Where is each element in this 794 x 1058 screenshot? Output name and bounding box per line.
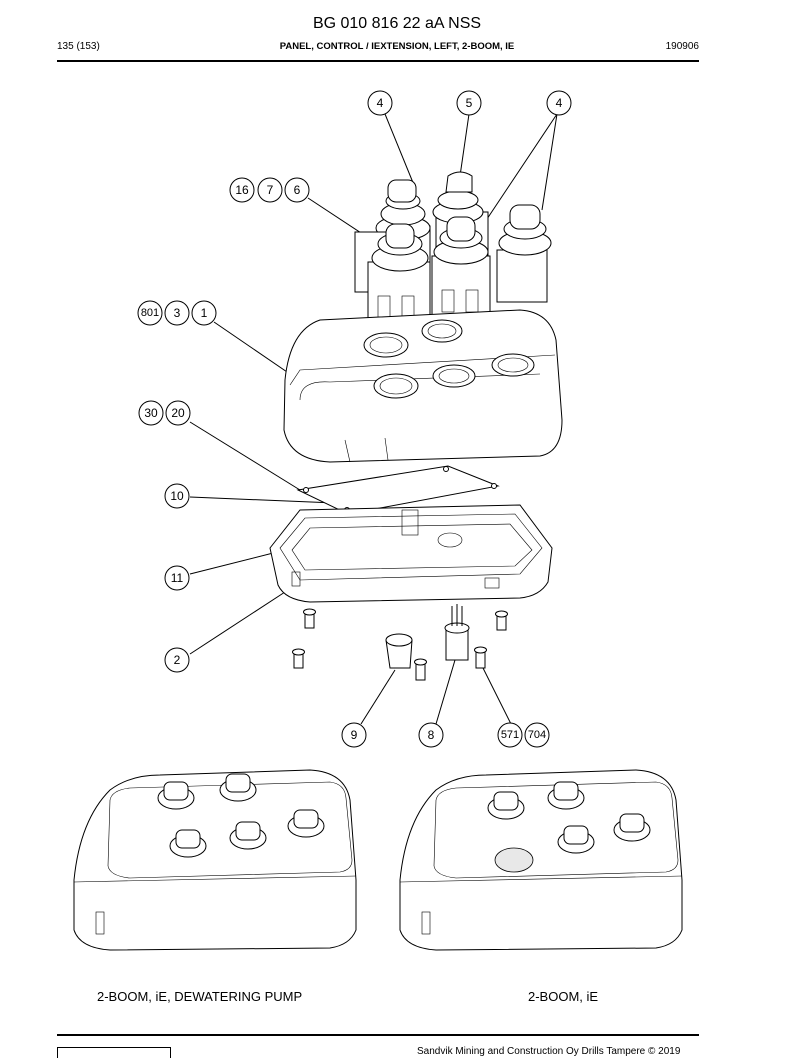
- callout-3: 3: [164, 300, 190, 326]
- page-number: 135 (153): [57, 41, 100, 52]
- assembled-panel-standard: [399, 769, 683, 951]
- callout-5: 5: [456, 90, 482, 116]
- callout-20: 20: [165, 400, 191, 426]
- caption-standard-variant: 2-BOOM, iE: [528, 989, 599, 1004]
- callout-801: 801: [137, 300, 163, 326]
- svg-text:8: 8: [428, 728, 435, 742]
- document-number: BG 010 816 22 aA NSS: [312, 15, 482, 32]
- svg-text:801: 801: [141, 307, 159, 319]
- svg-text:16: 16: [235, 183, 249, 197]
- svg-text:4: 4: [377, 96, 384, 110]
- footer-rule: [57, 1034, 699, 1036]
- svg-text:571: 571: [501, 729, 519, 741]
- svg-text:11: 11: [171, 571, 184, 585]
- callout-7: 7: [257, 177, 283, 203]
- callout-8: 8: [418, 722, 444, 748]
- callout-9: 9: [341, 722, 367, 748]
- svg-text:2: 2: [174, 653, 181, 667]
- callout-704: 704: [524, 722, 550, 748]
- callout-6: 6: [284, 177, 310, 203]
- assembled-panel-dewatering: [73, 769, 357, 951]
- fasteners: [292, 604, 508, 681]
- callout-1: 1: [191, 300, 217, 326]
- svg-text:4: 4: [556, 96, 563, 110]
- svg-text:9: 9: [351, 728, 358, 742]
- caption-dewatering-variant: 2-BOOM, iE, DEWATERING PUMP: [97, 989, 303, 1004]
- svg-text:5: 5: [466, 96, 473, 110]
- callout-16: 16: [229, 177, 255, 203]
- svg-text:30: 30: [144, 406, 158, 420]
- footer-copyright: Sandvik Mining and Construction Oy Drill…: [417, 1046, 681, 1057]
- callout-4-left: 4: [367, 90, 393, 116]
- base-housing: [269, 504, 553, 603]
- svg-text:704: 704: [528, 729, 546, 741]
- top-cover: [283, 309, 563, 463]
- leader-lines: [189, 113, 558, 725]
- callout-571: 571: [497, 722, 523, 748]
- header-rule: [57, 60, 699, 62]
- callout-10: 10: [164, 483, 190, 509]
- svg-text:10: 10: [170, 489, 184, 503]
- svg-text:6: 6: [294, 183, 301, 197]
- document-date: 190906: [665, 41, 699, 52]
- callout-2: 2: [164, 647, 190, 673]
- callout-11: 11: [164, 565, 190, 591]
- selector-switches: [354, 171, 552, 323]
- page-title: PANEL, CONTROL / IEXTENSION, LEFT, 2-BOO…: [279, 41, 515, 52]
- callout-4-right: 4: [546, 90, 572, 116]
- mounting-plate: [296, 465, 500, 515]
- svg-text:3: 3: [174, 306, 181, 320]
- svg-text:1: 1: [201, 306, 208, 320]
- callout-30: 30: [138, 400, 164, 426]
- svg-text:7: 7: [267, 183, 274, 197]
- svg-text:20: 20: [171, 406, 185, 420]
